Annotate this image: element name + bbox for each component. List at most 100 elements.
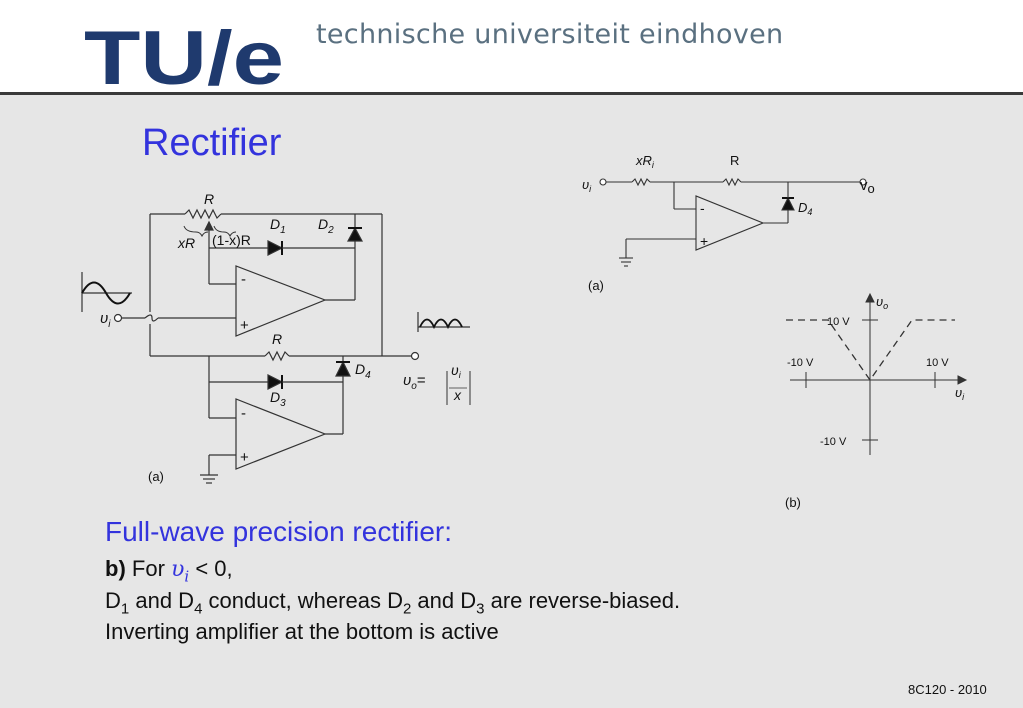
svg-text:υi: υi xyxy=(955,385,965,402)
label-D4-sub: 4 xyxy=(365,370,371,381)
small-label-D4-sub: 4 xyxy=(807,207,812,217)
output-rectified-wave xyxy=(417,312,470,332)
label-eq: = xyxy=(417,372,426,389)
resistor-R-top xyxy=(184,208,222,220)
label-vo: υ xyxy=(403,372,411,389)
ground-symbol xyxy=(200,474,218,484)
input-sine-wave xyxy=(81,272,132,312)
tick-bottom: -10 V xyxy=(820,436,847,448)
label-R-top: R xyxy=(204,191,214,207)
label-frac-x: x xyxy=(453,387,462,403)
label-xR: xR xyxy=(177,235,195,251)
small-circuit-labels: xRi R υi vo D4 - + (a) xyxy=(582,153,875,293)
svg-text:υi: υi xyxy=(451,362,462,380)
input-terminal xyxy=(113,313,123,323)
inverting-amplifier-line: Inverting amplifier at the bottom is act… xyxy=(105,619,499,644)
transfer-characteristic xyxy=(786,292,968,455)
small-opamp-plus: + xyxy=(700,233,708,249)
label-vi: υ xyxy=(100,310,108,327)
small-label-R: R xyxy=(730,153,739,168)
diode-D3 xyxy=(267,374,284,390)
label-1mxR: (1-x)R xyxy=(212,232,251,248)
svg-text:D4: D4 xyxy=(355,361,371,381)
small-diode-D4 xyxy=(781,196,795,211)
small-label-xRi-sub: i xyxy=(652,160,655,170)
lower-opamp-minus: - xyxy=(241,405,246,422)
svg-text:D2: D2 xyxy=(318,216,334,236)
small-label-vi-sub: i xyxy=(589,184,592,194)
transfer-label-vo-sub: o xyxy=(883,301,888,311)
label-vo-sub: o xyxy=(411,381,417,392)
tue-logo: TU/e xyxy=(84,18,284,101)
transfer-label-vi-sub: i xyxy=(962,392,965,402)
case-label: b) xyxy=(105,556,126,581)
university-name: technische universiteit eindhoven xyxy=(316,19,784,50)
lower-opamp-plus: + xyxy=(240,449,249,466)
output-terminal xyxy=(410,351,420,361)
tick-top: 10 V xyxy=(827,316,850,328)
label-D2-sub: 2 xyxy=(327,225,334,236)
conduction-line: D1 and D4 conduct, whereas D2 and D3 are… xyxy=(105,588,681,618)
small-output-terminal xyxy=(859,178,867,186)
small-resistor-xRi xyxy=(631,177,651,187)
slide-header xyxy=(0,0,1023,93)
transfer-labels: υo υi 10 V -10 V 10 V -10 V (b) xyxy=(785,294,965,510)
label-R-mid: R xyxy=(272,331,282,347)
tue-logo-text: TU/e xyxy=(84,18,284,101)
case-vi-symbol: υi xyxy=(171,557,190,586)
small-input-terminal xyxy=(599,178,607,186)
small-opamp-minus: - xyxy=(700,200,705,216)
small-opamp xyxy=(695,195,765,251)
label-a-main: (a) xyxy=(148,469,164,484)
svg-text:xRi: xRi xyxy=(635,153,655,170)
label-D3-sub: 3 xyxy=(280,398,286,409)
opamp-upper xyxy=(235,265,327,337)
small-resistor-R xyxy=(722,177,742,187)
case-line: b) For υi < 0, xyxy=(105,556,233,585)
slide-title: Rectifier xyxy=(142,122,282,164)
header-divider xyxy=(0,92,1023,95)
svg-text:D4: D4 xyxy=(798,200,812,217)
case-condition: < 0, xyxy=(195,556,233,581)
tick-right: 10 V xyxy=(926,357,949,369)
svg-text:υo: υo xyxy=(876,294,888,311)
label-frac-vi: υ xyxy=(451,362,459,378)
svg-text:D3: D3 xyxy=(270,389,286,409)
svg-text:vo: vo xyxy=(860,177,875,196)
tick-left: -10 V xyxy=(787,357,814,369)
case-for: For xyxy=(131,556,165,581)
main-circuit-labels: R xR (1-x)R D1 D2 - + R D4 D3 - + υi υo=… xyxy=(100,191,462,484)
label-frac-vi-sub: i xyxy=(459,370,462,380)
small-inverting-circuit xyxy=(599,177,867,267)
diode-D1 xyxy=(267,240,284,256)
transfer-label-vi: υ xyxy=(955,385,962,400)
diode-D4 xyxy=(335,360,351,377)
opamp-lower xyxy=(235,398,327,470)
label-D4: D xyxy=(355,361,365,377)
resistor-R-mid xyxy=(264,350,290,362)
upper-opamp-minus: - xyxy=(241,271,246,288)
svg-text:υi: υi xyxy=(582,177,592,194)
small-label-vo-sub: o xyxy=(868,181,875,196)
label-D1-sub: 1 xyxy=(280,225,286,236)
label-vi-sub: i xyxy=(108,319,111,330)
circuit-diagrams: R xR (1-x)R D1 D2 - + R D4 D3 - + υi υo=… xyxy=(81,153,968,510)
transfer-label-vo: υ xyxy=(876,294,883,309)
svg-text:υo=: υo= xyxy=(403,372,426,392)
label-D2: D xyxy=(318,216,328,232)
small-label-vo: v xyxy=(860,177,868,194)
slide-subtitle: Full-wave precision rectifier: xyxy=(105,516,452,547)
footer-course-code: 8C120 - 2010 xyxy=(908,682,987,697)
svg-text:D1: D1 xyxy=(270,216,286,236)
small-label-xRi: xR xyxy=(635,153,652,168)
diode-D2 xyxy=(346,226,364,242)
small-label-D4: D xyxy=(798,200,807,215)
upper-opamp-plus: + xyxy=(240,317,249,334)
main-rectifier-circuit xyxy=(81,208,471,484)
transfer-curve xyxy=(786,319,955,382)
label-D3: D xyxy=(270,389,280,405)
small-label-a: (a) xyxy=(588,278,604,293)
svg-text:υi: υi xyxy=(100,310,111,330)
small-label-vi: υ xyxy=(582,177,589,192)
transfer-label-b: (b) xyxy=(785,495,801,510)
